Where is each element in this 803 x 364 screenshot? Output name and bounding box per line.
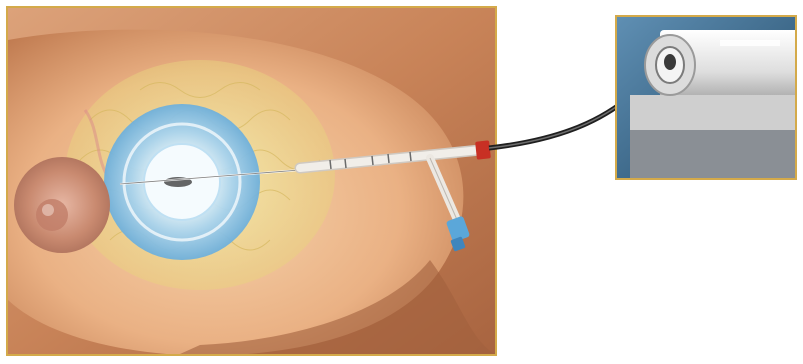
afterloader-device-icon [630, 30, 800, 180]
device-panel [615, 15, 800, 180]
nipple-areola [14, 157, 110, 253]
balloon-applicator-icon [104, 104, 260, 260]
anatomy-panel [6, 6, 497, 356]
